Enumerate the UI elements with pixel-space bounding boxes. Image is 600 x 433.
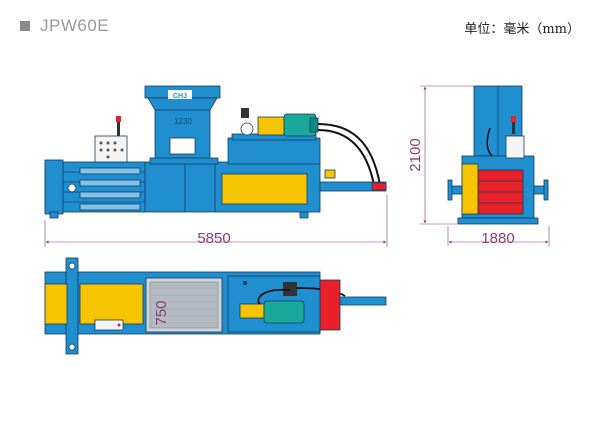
pressure-gauge-icon [240,122,254,136]
width-value: 1880 [481,230,514,247]
strap-channel-3 [79,191,141,199]
front-bolt-icon [67,183,77,193]
side-view [447,85,549,225]
hopper-logo: CHJ [173,93,187,100]
top-ram-rod [339,296,387,306]
inner-width-value: 750 [153,300,170,325]
hopper-text: 1230 [174,117,192,126]
inner-width-dimension: 750 [153,300,170,325]
strap-channel-1 [79,167,141,175]
title-marker-icon [20,21,30,31]
warning-light-icon [116,116,121,122]
front-left-plate [44,159,64,215]
model-title: JPW60E [40,16,110,35]
hopper-window [169,137,196,155]
length-value: 5850 [197,230,230,247]
header: JPW60E 单位：毫米（mm） [0,0,600,40]
top-view [44,257,387,355]
top-pump [239,303,265,319]
hydraulic-tank [227,137,321,165]
top-left-bar [65,257,79,355]
top-motor [263,300,305,324]
strap-channel-2 [79,179,141,187]
height-dimension: 2100 [407,85,474,225]
width-dimension: 1880 [447,226,550,247]
length-dimension: 5850 [44,195,388,247]
front-yellow-cylinder [221,173,308,205]
unit-label: 单位：毫米（mm） [464,22,580,37]
top-yellow-chamber [79,283,144,325]
top-ram-head [319,279,341,331]
top-control-panel [94,319,124,331]
side-warning-light-icon [511,116,516,122]
front-view: CHJ 1230 [44,85,387,219]
pump-block [257,116,285,136]
side-yellow-block [461,163,479,215]
height-value: 2100 [407,138,424,171]
strap-channel-4 [79,203,141,211]
